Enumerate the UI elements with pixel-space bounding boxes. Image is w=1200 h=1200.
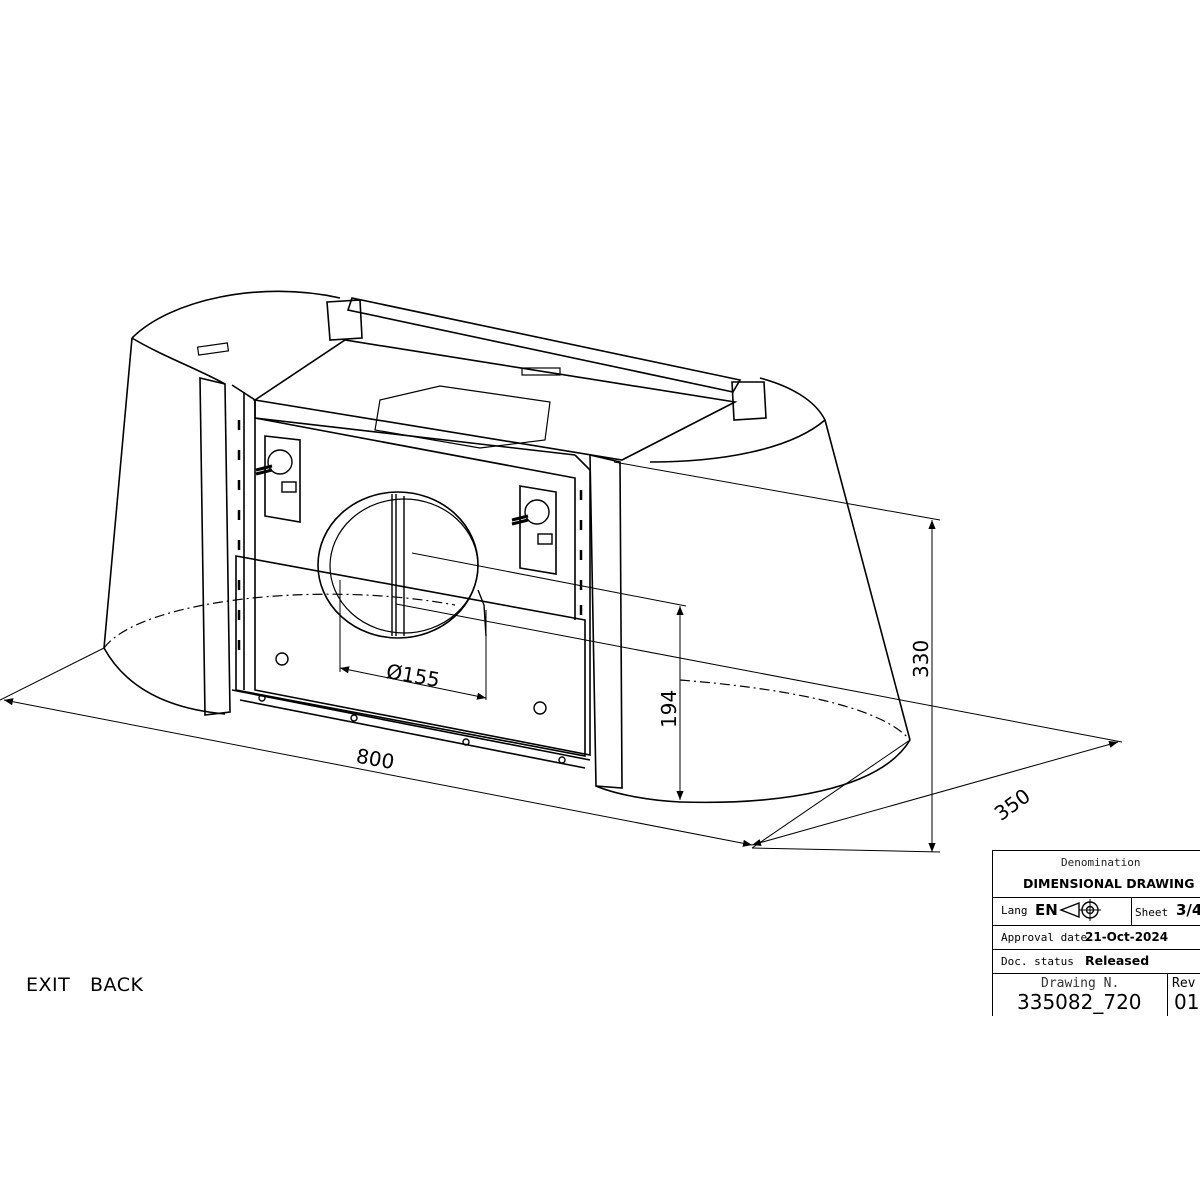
right-shell-side [824,419,911,741]
front-panel [235,555,586,757]
exit-button[interactable]: EXIT [26,974,71,996]
lang-row: Lang EN Sheet 3/4 [993,897,1200,926]
status-row: Doc. status Released [993,949,1200,974]
denomination-row: Denomination DIMENSIONAL DRAWING [993,851,1200,898]
left-lamp-holder [264,435,301,523]
rev-value: 01 [1174,990,1200,1014]
approval-row: Approval date 21-Oct-2024 [993,925,1200,950]
drawing-number-row: Drawing N. 335082_720 Rev 01 [993,973,1200,1016]
drawing-number-label: Drawing N. [1041,976,1120,991]
right-bracket [731,381,767,421]
dimension-lines [0,461,1123,853]
denomination-value: DIMENSIONAL DRAWING [1023,876,1195,891]
top-rail [346,297,742,393]
dim-diameter-label: Ø155 [384,659,441,692]
left-bracket [326,299,363,341]
top-plate [252,339,738,461]
approval-value: 21-Oct-2024 [1085,930,1169,944]
left-shell-side [103,337,133,649]
lang-label: Lang [1001,904,1028,917]
dim-outlet-height-label: 194 [657,690,681,728]
right-shell-bottom [595,739,911,804]
sheet-value: 3/4 [1176,901,1200,919]
right-front-flap [589,453,623,789]
drawing-number-value: 335082_720 [1017,990,1142,1014]
back-button[interactable]: BACK [90,974,144,996]
dimension-labels: 800 350 330 194 Ø155 [354,640,1034,826]
right-shell-top-arc [649,377,826,463]
projection-symbol-icon [1059,899,1101,921]
left-front-flap [199,376,231,716]
left-shell-bottom [103,647,226,715]
dim-depth-label: 350 [990,784,1035,826]
status-label: Doc. status [1001,955,1074,968]
title-block: Denomination DIMENSIONAL DRAWING Lang EN… [992,850,1200,1016]
control-knobs [255,449,553,545]
dim-height-label: 330 [909,640,933,678]
denomination-label: Denomination [1061,856,1141,869]
hidden-lines [103,593,911,741]
side-rivets [237,420,583,650]
status-value: Released [1085,953,1150,968]
left-shell-top-arc [131,290,341,339]
approval-label: Approval date [1001,931,1088,944]
rev-label: Rev [1172,976,1196,991]
right-lamp-holder [519,485,557,575]
lang-value: EN [1035,901,1058,919]
hood-body [103,290,911,804]
sheet-label: Sheet [1135,906,1169,919]
outlet-spigot [317,491,487,639]
